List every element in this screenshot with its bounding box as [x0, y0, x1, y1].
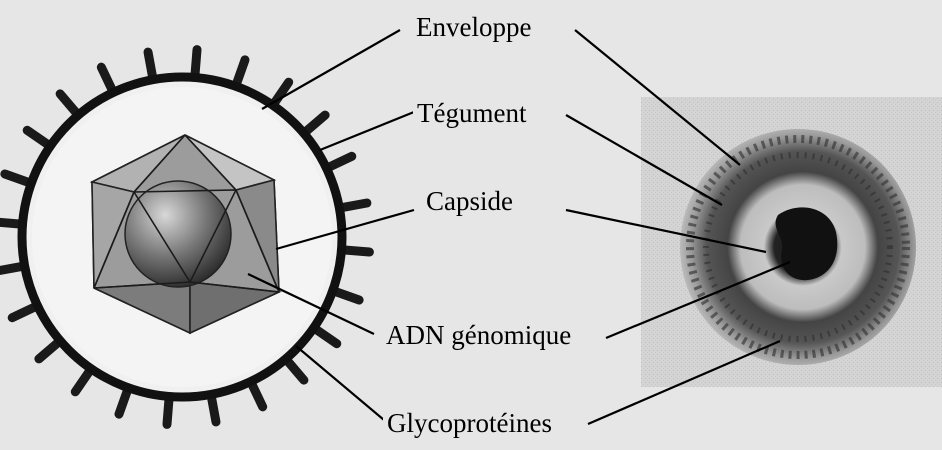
- dna-sphere: [125, 181, 231, 287]
- label-enveloppe: Enveloppe: [412, 12, 535, 42]
- label-capside: Capside: [422, 186, 517, 216]
- label-adn-genomique: ADN génomique: [382, 320, 575, 350]
- label-glycoproteines: Glycoprotéines: [383, 408, 556, 438]
- label-tegument: Tégument: [413, 98, 530, 128]
- micrograph: [641, 97, 942, 387]
- micrograph-core: [776, 207, 838, 280]
